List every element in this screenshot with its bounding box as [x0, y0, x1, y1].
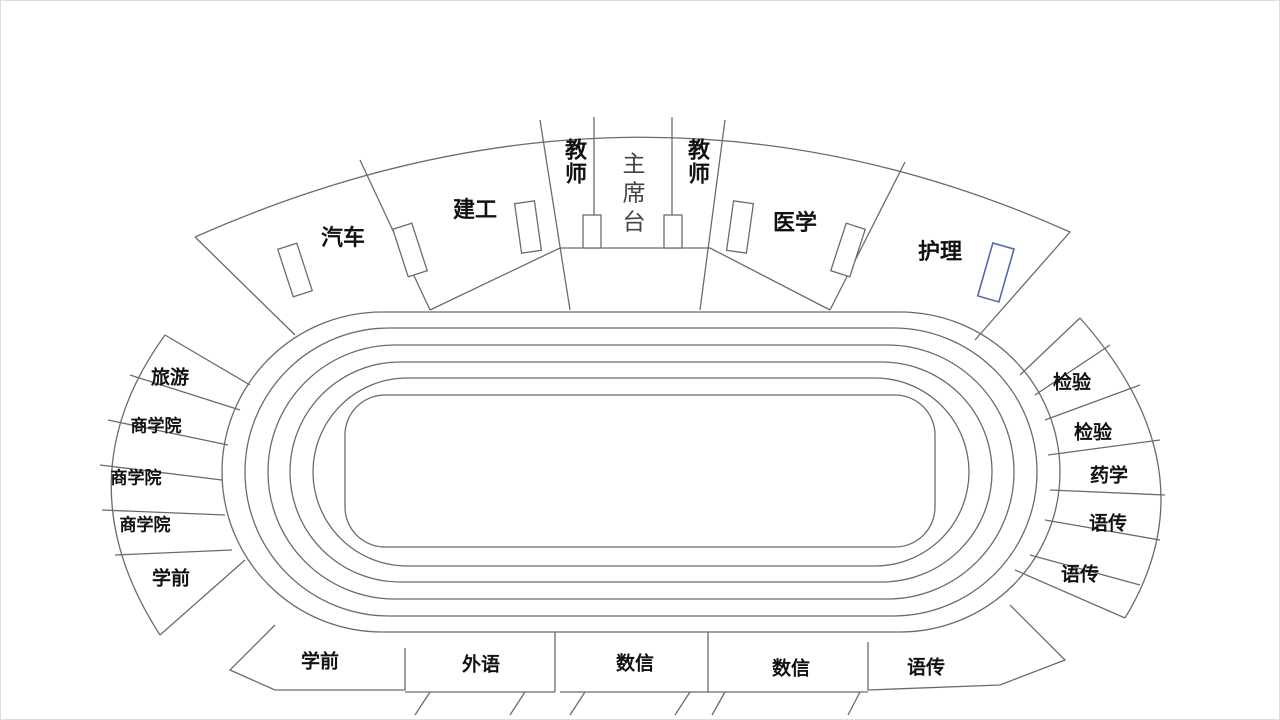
section-left-4: 商学院: [119, 515, 171, 536]
aisle-blocks: [276, 200, 1016, 303]
bottom-stand-outline: [228, 604, 1067, 716]
left-stand-outline: [99, 334, 251, 636]
section-teacher-left: 教师: [561, 138, 586, 186]
section-bottom-4: 数信: [771, 657, 811, 680]
section-bottom-2: 外语: [461, 653, 501, 676]
section-main-stand: 主席台: [618, 151, 644, 239]
section-huli: 护理: [917, 240, 963, 265]
section-right-5: 语传: [1060, 563, 1100, 586]
section-right-4: 语传: [1088, 512, 1128, 535]
section-left-1: 旅游: [150, 366, 190, 389]
running-track: [221, 311, 1061, 633]
section-right-2: 检验: [1073, 421, 1113, 444]
section-jiangong: 建工: [452, 198, 498, 223]
section-right-3: 药学: [1089, 464, 1129, 487]
section-qiche: 汽车: [320, 226, 366, 251]
right-stand-outline: [1014, 317, 1166, 619]
section-left-5: 学前: [151, 567, 191, 590]
section-teacher-right: 教师: [684, 138, 709, 186]
section-bottom-3: 数信: [615, 652, 655, 675]
section-bottom-5: 语传: [906, 656, 946, 679]
section-left-2: 商学院: [130, 416, 182, 437]
section-right-1: 检验: [1052, 371, 1092, 394]
section-yixue: 医学: [772, 211, 818, 236]
section-bottom-1: 学前: [300, 650, 340, 673]
infield: [344, 394, 936, 548]
section-left-3: 商学院: [110, 468, 162, 489]
